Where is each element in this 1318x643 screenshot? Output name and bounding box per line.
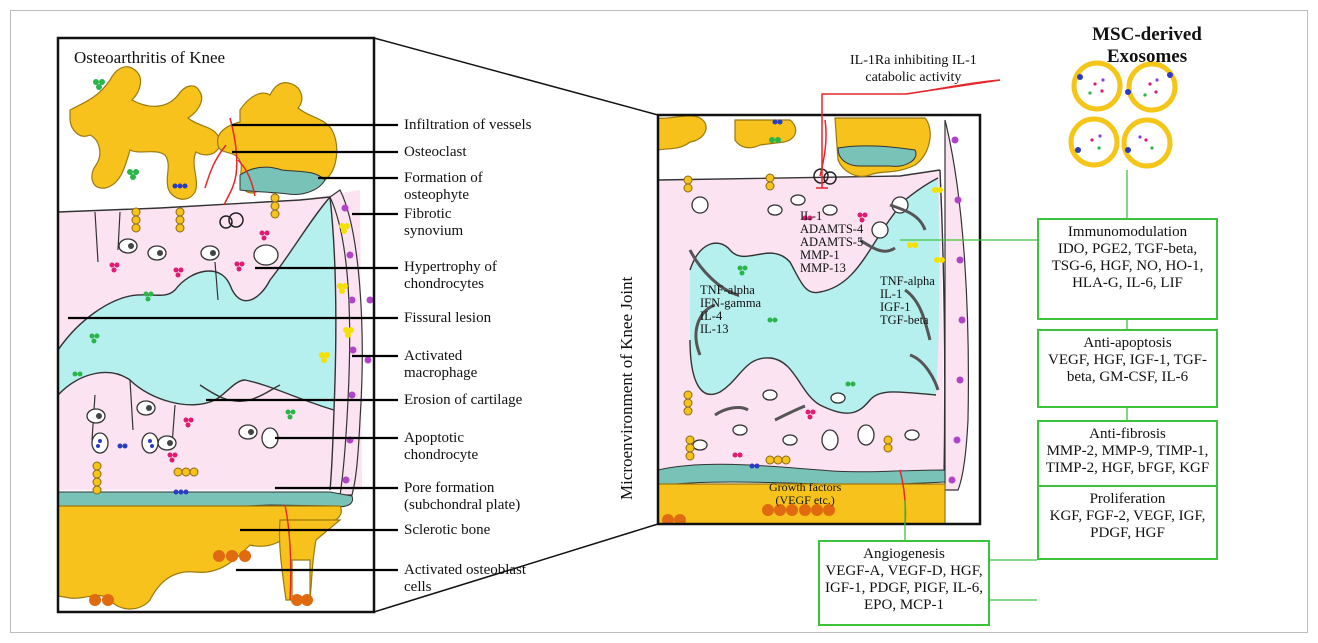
il1ra-annotation: IL-1Ra inhibiting IL-1 catabolic activit…	[850, 52, 977, 86]
label-hypertrophy-of-chondrocytes: Hypertrophy of chondrocytes	[404, 259, 497, 293]
msc-exosomes-title: MSC-derived Exosomes	[1052, 24, 1242, 68]
label-activated-macrophage: Activated macrophage	[404, 348, 477, 382]
box-immunomodulation: Immunomodulation IDO, PGE2, TGF-beta, TS…	[1037, 218, 1218, 320]
box-proliferation-title: Proliferation	[1039, 491, 1216, 508]
left-panel-title: Osteoarthritis of Knee	[74, 48, 225, 68]
box-anti-apoptosis-text: VEGF, HGF, IGF-1, TGF- beta, GM-CSF, IL-…	[1039, 352, 1216, 386]
box-anti-apoptosis: Anti-apoptosis VEGF, HGF, IGF-1, TGF- be…	[1037, 329, 1218, 408]
label-pore-formation: Pore formation (subchondral plate)	[404, 480, 520, 514]
box-immunomodulation-title: Immunomodulation	[1039, 224, 1216, 241]
box-proliferation-text: KGF, FGF-2, VEGF, IGF, PDGF, HGF	[1039, 508, 1216, 542]
box-anti-fibrosis-text: MMP-2, MMP-9, TIMP-1, TIMP-2, HGF, bFGF,…	[1039, 443, 1216, 477]
label-fibrotic-synovium: Fibrotic synovium	[404, 206, 463, 240]
label-activated-osteoblast: Activated osteoblast cells	[404, 562, 526, 596]
label-infiltration-of-vessels: Infiltration of vessels	[404, 117, 531, 134]
label-fissural-lesion: Fissural lesion	[404, 310, 491, 327]
exosomes-illustration	[1071, 63, 1175, 166]
cytokine-cluster-right: TNF-alpha IL-1 IGF-1 TGF-beta	[880, 275, 935, 327]
zoom-connector-top	[374, 38, 658, 115]
box-angiogenesis-text: VEGF-A, VEGF-D, HGF, IGF-1, PDGF, PIGF, …	[820, 563, 988, 614]
box-angiogenesis: Angiogenesis VEGF-A, VEGF-D, HGF, IGF-1,…	[818, 540, 990, 626]
label-osteoclast: Osteoclast	[404, 144, 466, 161]
box-angiogenesis-title: Angiogenesis	[820, 546, 988, 563]
box-anti-apoptosis-title: Anti-apoptosis	[1039, 335, 1216, 352]
box-immunomodulation-text: IDO, PGE2, TGF-beta, TSG-6, HGF, NO, HO-…	[1039, 241, 1216, 292]
middle-panel-title: Microenvironment of Knee Joint	[617, 277, 637, 500]
box-anti-fibrosis-title: Anti-fibrosis	[1039, 426, 1216, 443]
box-proliferation: Proliferation KGF, FGF-2, VEGF, IGF, PDG…	[1037, 485, 1218, 560]
label-erosion-of-cartilage: Erosion of cartilage	[404, 392, 522, 409]
box-anti-fibrosis: Anti-fibrosis MMP-2, MMP-9, TIMP-1, TIMP…	[1037, 420, 1218, 495]
label-formation-of-osteophyte: Formation of osteophyte	[404, 170, 483, 204]
growth-factors-label: Growth factors (VEGF etc.)	[769, 481, 841, 507]
label-sclerotic-bone: Sclerotic bone	[404, 522, 490, 539]
cytokine-cluster-center: IL-1 ADAMTS-4 ADAMTS-5 MMP-1 MMP-13	[800, 210, 863, 275]
label-apoptotic-chondrocyte: Apoptotic chondrocyte	[404, 430, 478, 464]
cytokine-cluster-left: TNF-alpha IFN-gamma IL-4 IL-13	[700, 284, 761, 336]
